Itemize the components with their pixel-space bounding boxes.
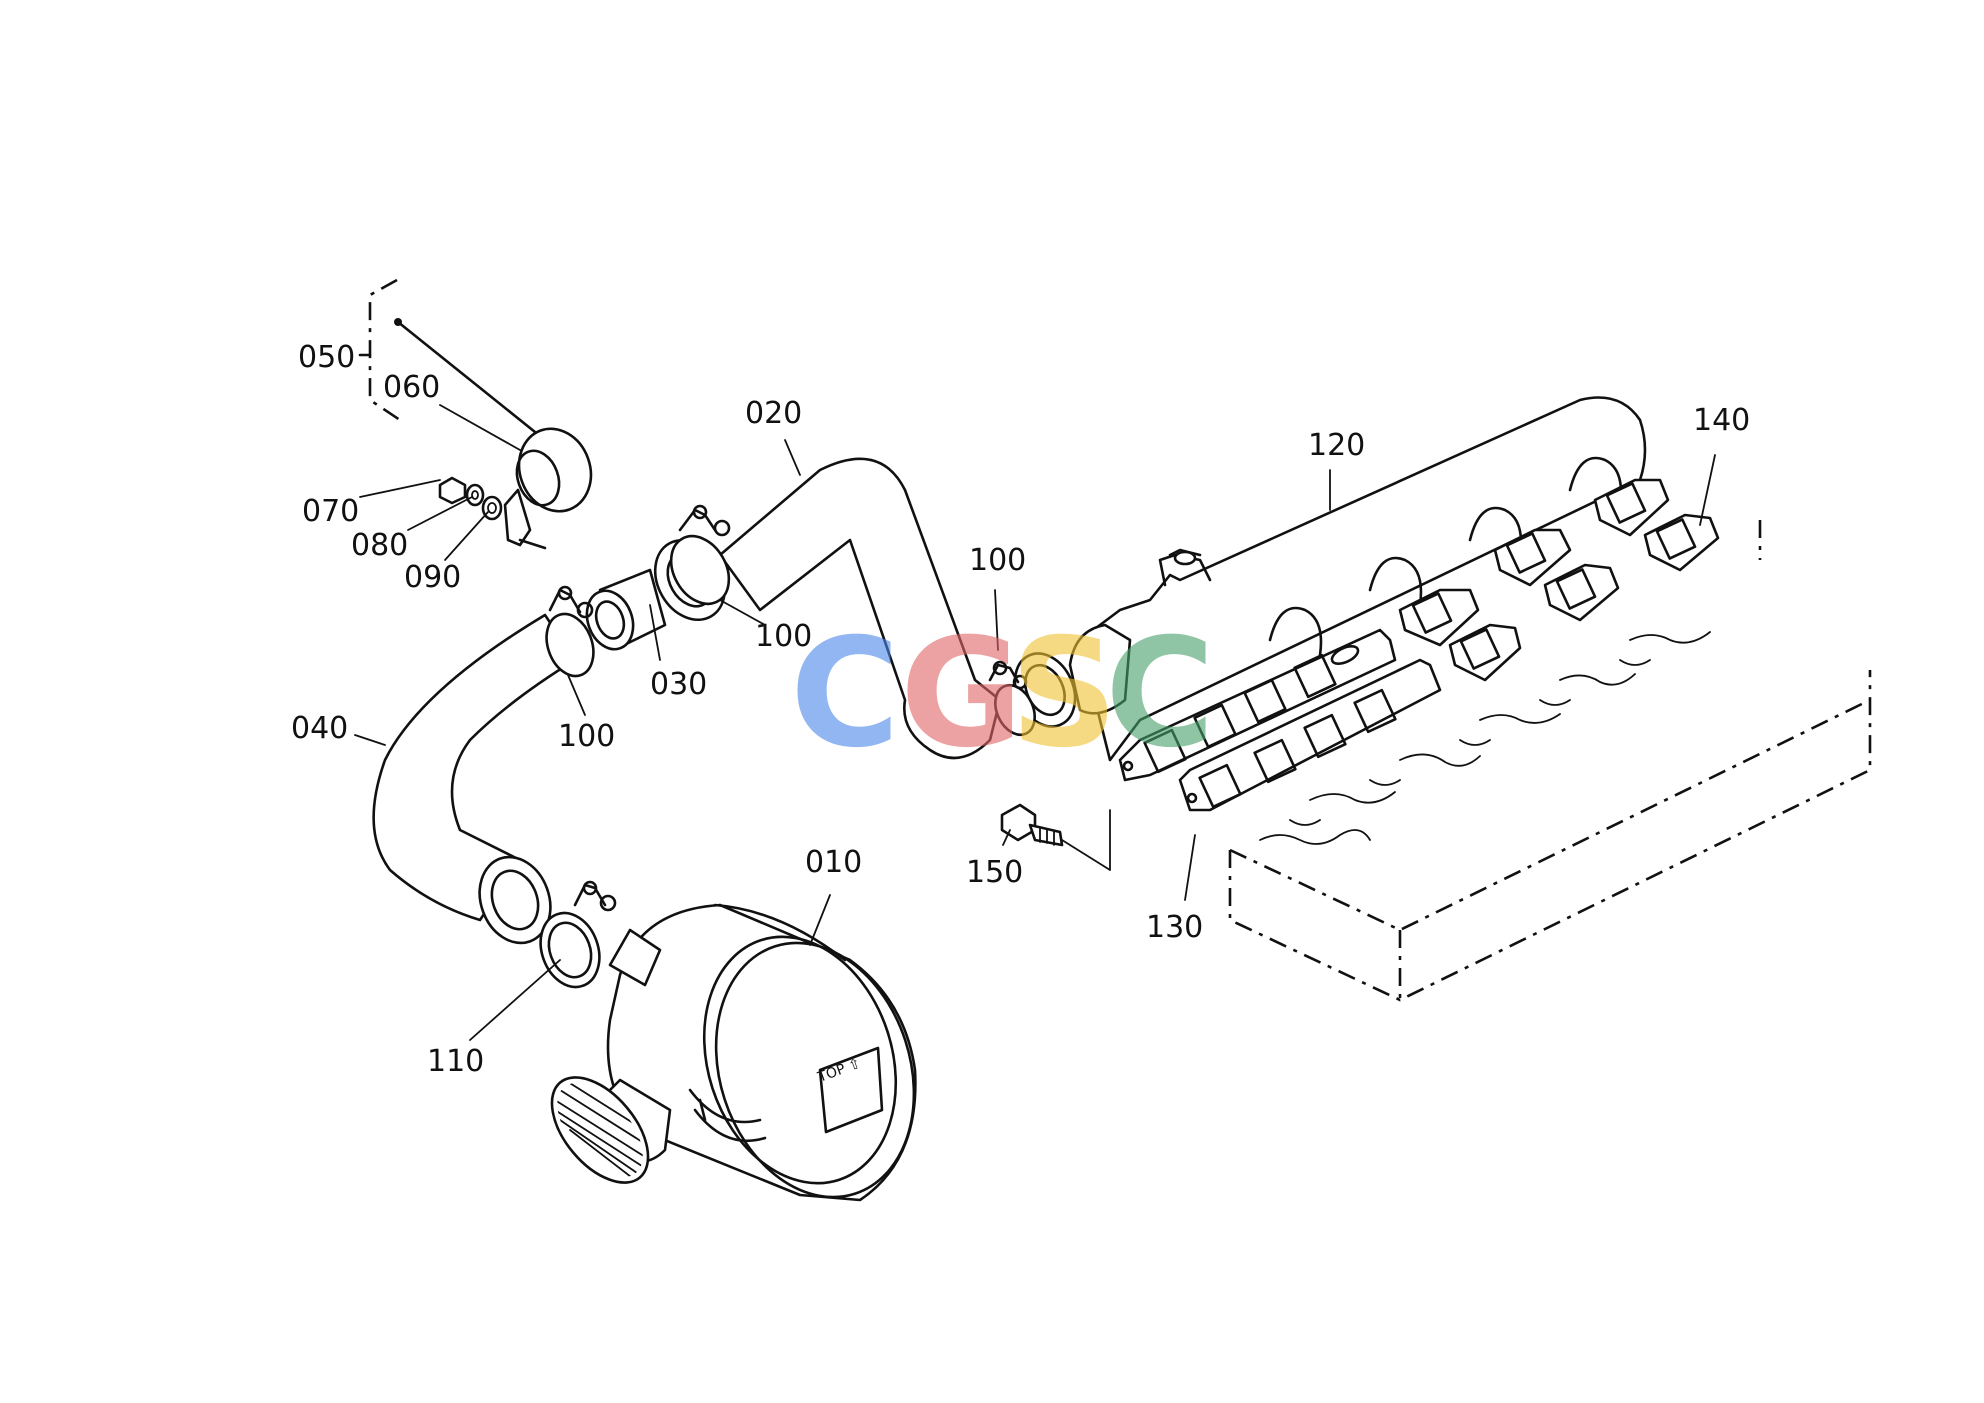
hose-clamps (539, 504, 1036, 989)
pipe-030 (585, 568, 667, 651)
assembly-bracket-050 (358, 278, 537, 434)
label-150: 150 (966, 855, 1023, 890)
label-120: 120 (1308, 428, 1365, 463)
label-100-right: 100 (969, 543, 1026, 578)
label-060: 060 (383, 370, 440, 405)
label-030: 030 (650, 667, 707, 702)
manifold-gasket-lower (1178, 658, 1442, 812)
hose-040 (372, 613, 577, 945)
watermark-letter-c1: C (790, 607, 900, 781)
label-070: 070 (302, 494, 359, 529)
label-040: 040 (291, 711, 348, 746)
label-110: 110 (427, 1044, 484, 1079)
port-gaskets (1398, 478, 1720, 682)
watermark-letter-g: G (900, 607, 1023, 781)
label-100-lower: 100 (558, 719, 615, 754)
label-140: 140 (1693, 403, 1750, 438)
label-130: 130 (1146, 910, 1203, 945)
leader-lines (354, 404, 1716, 1041)
watermark-logo: C G S C (790, 607, 1215, 781)
label-080: 080 (351, 528, 408, 563)
label-020: 020 (745, 396, 802, 431)
engine-block-outline (1228, 520, 1872, 1002)
bracket-060 (503, 427, 593, 550)
callout-labels: 050 060 070 080 090 020 100 100 030 100 … (291, 340, 1750, 1079)
intake-manifold (1013, 396, 1647, 762)
air-cleaner-010: TOP ⇧ (550, 903, 917, 1202)
label-090: 090 (404, 560, 461, 595)
label-050: 050 (298, 340, 355, 375)
nut-070 (438, 476, 467, 505)
watermark-letter-s: S (1010, 607, 1118, 781)
manifold-gasket-upper (1118, 628, 1397, 782)
label-010: 010 (805, 845, 862, 880)
washer-080 (465, 483, 485, 507)
label-100-upper: 100 (755, 619, 812, 654)
watermark-letter-c2: C (1105, 607, 1215, 781)
